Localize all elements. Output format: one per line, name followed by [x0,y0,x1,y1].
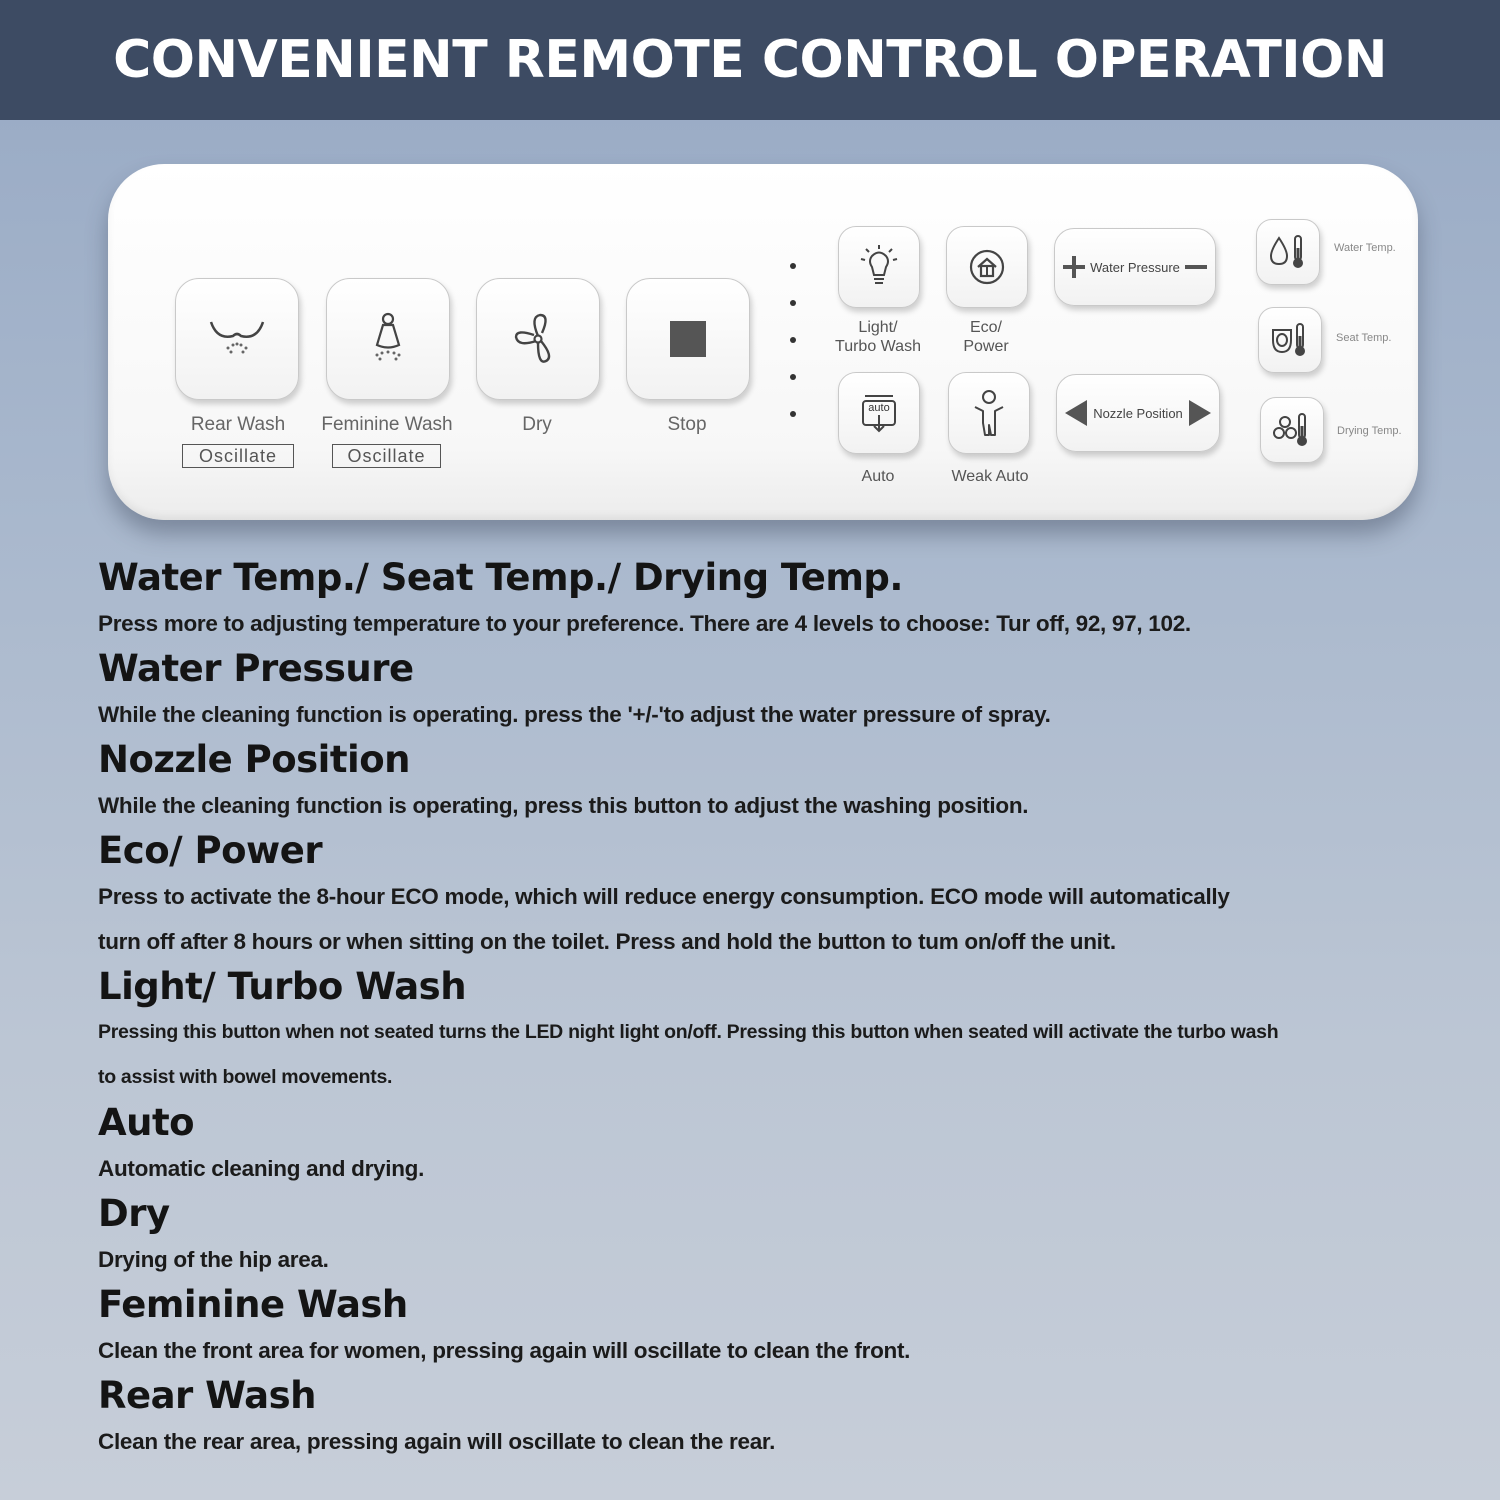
indicator-dot [790,300,796,306]
section-text: Press more to adjusting temperature to y… [98,611,1191,636]
water-drop-thermometer-icon [1269,235,1303,268]
nozzle-position-label: Nozzle Position [1093,405,1183,421]
section-dry: Dry Drying of the hip area. [98,1191,1468,1282]
water-pressure-label: Water Pressure [1090,259,1180,275]
indicator-dot [790,263,796,269]
section-title: Eco/ Power [98,829,323,872]
feminine-wash-label: Feminine Wash [321,414,453,435]
section-text: Press to activate the 8-hour ECO mode, w… [98,884,1230,909]
dry-button[interactable] [476,278,600,400]
rear-wash-button[interactable] [175,278,299,400]
water-pressure-button[interactable]: Water Pressure [1054,228,1216,306]
remote-control: Rear Wash Oscillate Feminine Wash Oscill… [108,164,1418,520]
indicator-dot [790,411,796,417]
section-text: Clean the rear area, pressing again will… [98,1429,776,1454]
section-text: While the cleaning function is operating… [98,793,1029,818]
plus-icon[interactable] [1063,256,1085,278]
seat-temp-button[interactable] [1258,307,1322,373]
arrow-right-icon[interactable] [1188,400,1211,426]
section-feminine-wash: Feminine Wash Clean the front area for w… [98,1282,1468,1373]
section-water-pressure: Water Pressure While the cleaning functi… [98,646,1468,737]
feminine-wash-button[interactable] [326,278,450,400]
drying-temp-button[interactable] [1260,397,1324,463]
rear-wash-icon [209,321,265,354]
power-icon [969,249,1005,285]
section-title: Rear Wash [98,1374,317,1417]
stop-label: Stop [667,414,707,435]
section-text: Pressing this button when not seated tur… [98,1021,1279,1043]
auto-icon: auto [862,395,896,433]
child-icon [974,390,1004,436]
drying-temp-label: Drying Temp. [1337,425,1402,437]
weak-auto-label: Weak Auto [951,468,1029,485]
fan-icon [514,313,551,363]
water-temp-label: Water Temp. [1334,242,1396,254]
light-turbo-wash-button[interactable] [838,226,920,308]
section-auto: Auto Automatic cleaning and drying. [98,1100,1468,1191]
page-title: CONVENIENT REMOTE CONTROL OPERATION [113,30,1387,90]
section-eco-power: Eco/ Power Press to activate the 8-hour … [98,828,1468,964]
stop-icon [670,321,706,357]
section-nozzle-position: Nozzle Position While the cleaning funct… [98,737,1468,828]
dry-label: Dry [522,414,552,435]
section-title: Nozzle Position [98,738,411,781]
section-text: turn off after 8 hours or when sitting o… [98,929,1116,954]
light-bulb-icon [860,245,898,284]
section-title: Water Temp./ Seat Temp./ Drying Temp. [98,556,903,599]
seat-temp-label: Seat Temp. [1336,332,1392,344]
svg-text:auto: auto [868,402,889,414]
arrow-left-icon[interactable] [1065,400,1087,426]
eco-power-label: Eco/ Power [963,319,1009,355]
feminine-wash-oscillate-label: Oscillate [332,444,441,468]
feminine-wash-icon [375,312,401,361]
section-rear-wash: Rear Wash Clean the rear area, pressing … [98,1373,1468,1464]
instructions: Water Temp./ Seat Temp./ Drying Temp. Pr… [98,555,1468,1464]
rear-wash-oscillate-label: Oscillate [182,444,294,468]
section-text: Automatic cleaning and drying. [98,1156,425,1181]
section-title: Feminine Wash [98,1283,408,1326]
section-title: Dry [98,1192,170,1235]
minus-icon[interactable] [1184,256,1207,278]
light-turbo-wash-label: Light/ Turbo Wash [835,319,921,355]
section-title: Auto [98,1101,195,1144]
section-temperature: Water Temp./ Seat Temp./ Drying Temp. Pr… [98,555,1468,646]
section-text: While the cleaning function is operating… [98,702,1051,727]
indicator-dot [790,337,796,343]
weak-auto-button[interactable] [948,372,1030,454]
section-text: Clean the front area for women, pressing… [98,1338,911,1363]
rear-wash-label: Rear Wash [190,414,286,435]
indicator-dot [790,374,796,380]
auto-button[interactable]: auto [838,372,920,454]
water-temp-button[interactable] [1256,219,1320,285]
nozzle-position-button[interactable]: Nozzle Position [1056,374,1220,452]
auto-label: Auto [861,468,895,485]
section-title: Light/ Turbo Wash [98,965,467,1008]
section-light-turbo-wash: Light/ Turbo Wash Pressing this button w… [98,964,1468,1100]
section-title: Water Pressure [98,647,414,690]
eco-power-button[interactable] [946,226,1028,308]
section-text: to assist with bowel movements. [98,1066,393,1088]
header-banner: CONVENIENT REMOTE CONTROL OPERATION [0,0,1500,120]
fan-thermometer-icon [1273,413,1307,446]
stop-button[interactable] [626,278,750,400]
section-text: Drying of the hip area. [98,1247,329,1272]
seat-thermometer-icon [1272,323,1305,356]
